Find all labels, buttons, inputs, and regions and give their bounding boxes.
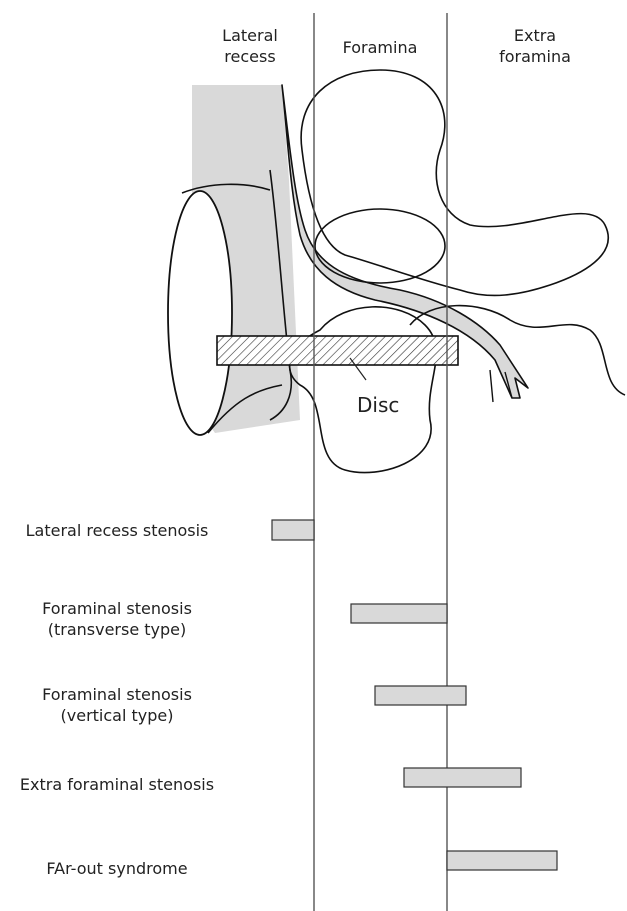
stenosis-bars <box>272 520 557 870</box>
bar-foraminal-transverse <box>351 604 447 623</box>
disc-label: Disc <box>357 393 399 417</box>
row-label-line1: Extra foraminal stenosis <box>0 774 234 795</box>
vertebral-body <box>168 191 232 435</box>
column-label-foramina: Foramina <box>330 37 430 58</box>
column-label-line2: recess <box>200 46 300 67</box>
row-label-line1: Lateral recess stenosis <box>0 520 234 541</box>
row-label-foraminal-vertical: Foraminal stenosis (vertical type) <box>0 684 234 726</box>
column-label-line1: Lateral <box>200 25 300 46</box>
bar-foraminal-vertical <box>375 686 466 705</box>
column-label-line1: Foramina <box>330 37 430 58</box>
row-label-line2: (vertical type) <box>0 705 234 726</box>
bar-lateral-recess-stenosis <box>272 520 314 540</box>
pedicle <box>315 209 445 283</box>
bar-extra-foraminal-stenosis <box>404 768 521 787</box>
column-label-line2: foramina <box>480 46 590 67</box>
column-label-line1: Extra <box>480 25 590 46</box>
row-label-line1: Foraminal stenosis <box>0 598 234 619</box>
inferior-facet <box>290 307 437 473</box>
row-label-lateral-recess-stenosis: Lateral recess stenosis <box>0 520 234 541</box>
disc-band <box>217 336 458 365</box>
row-label-foraminal-transverse: Foraminal stenosis (transverse type) <box>0 598 234 640</box>
column-label-lateral-recess: Lateral recess <box>200 25 300 67</box>
row-label-line2: (transverse type) <box>0 619 234 640</box>
row-label-line1: Foraminal stenosis <box>0 684 234 705</box>
column-label-extra-foramina: Extra foramina <box>480 25 590 67</box>
superior-facet <box>301 70 608 295</box>
row-label-far-out-syndrome: FAr-out syndrome <box>0 858 234 879</box>
bar-far-out-syndrome <box>447 851 557 870</box>
row-label-extra-foraminal-stenosis: Extra foraminal stenosis <box>0 774 234 795</box>
row-label-line1: FAr-out syndrome <box>0 858 234 879</box>
